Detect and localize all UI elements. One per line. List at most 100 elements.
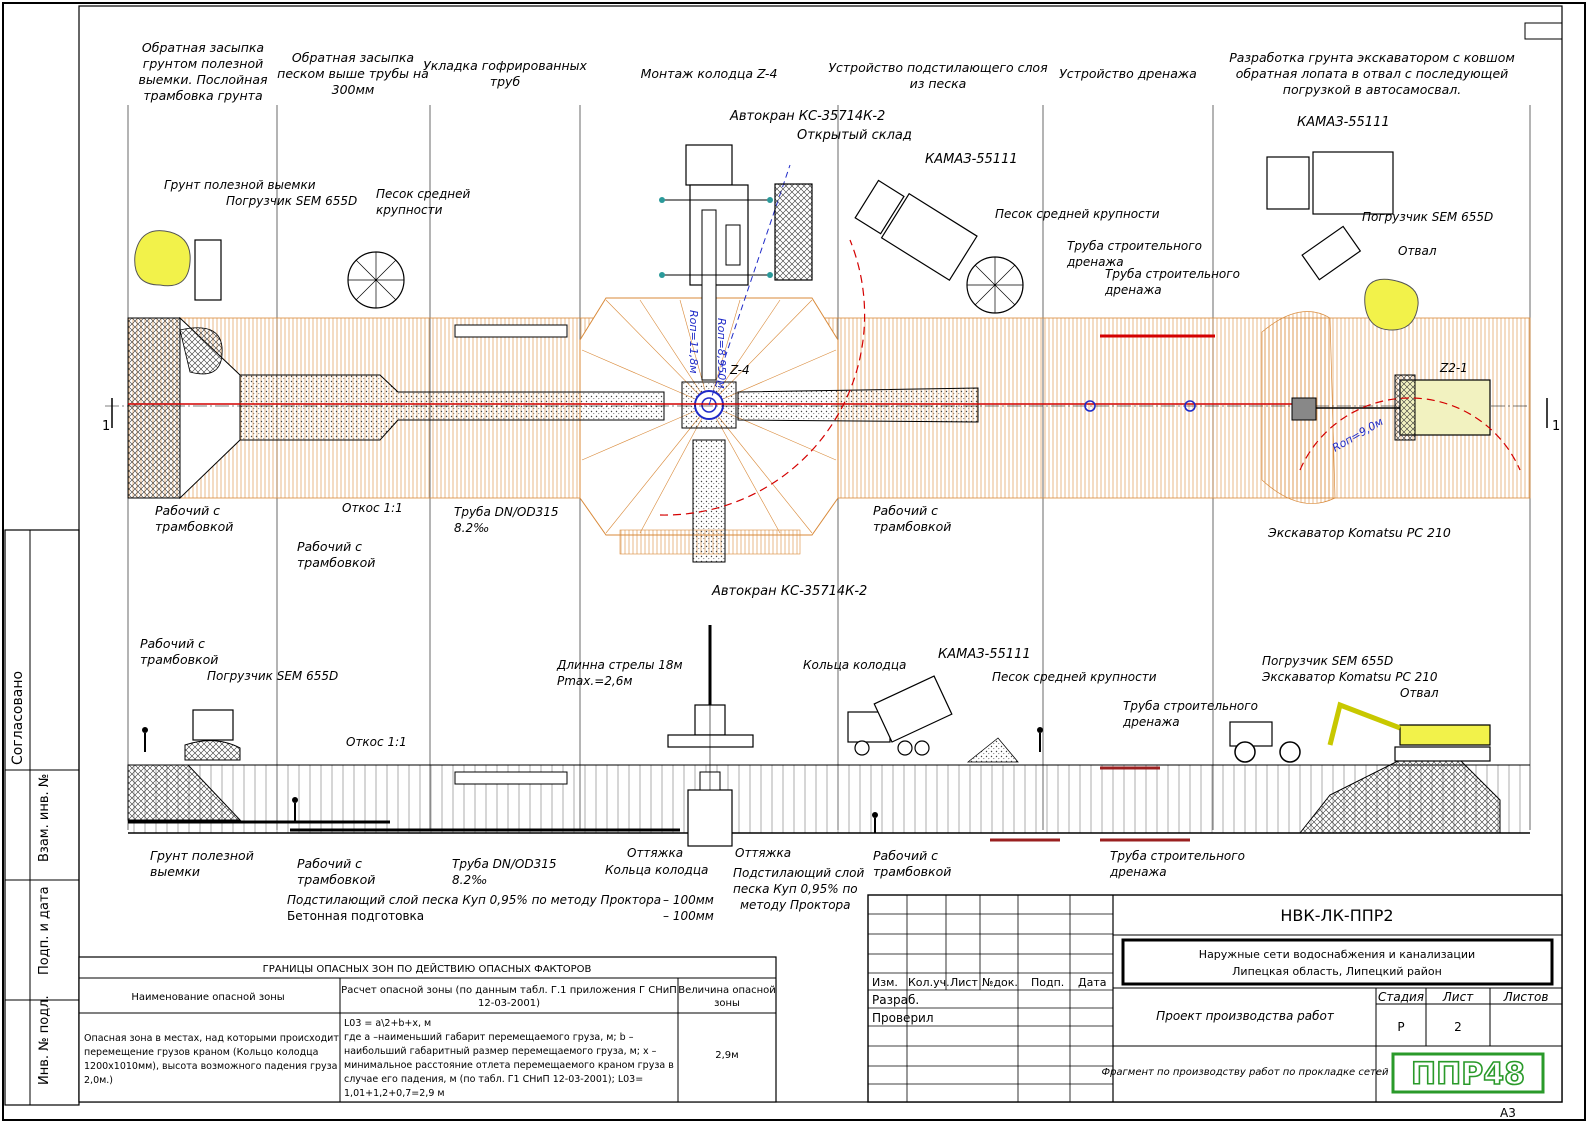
layer-2-value: – 100мм [663, 909, 714, 923]
tb-sheets-h: Листов [1503, 990, 1549, 1004]
plan-label-kamaz-right: КАМАЗ-55111 [1297, 115, 1390, 130]
tb-sheet-h: Лист [1442, 990, 1474, 1004]
loader-section [184, 709, 241, 761]
corrugated-pipe-plan [454, 324, 568, 338]
section-label-pipe: Труба DN/OD315 [452, 857, 556, 871]
trench-sand-bed-left [239, 374, 665, 441]
section-label-stay-2: Оттяжка [735, 846, 791, 860]
section-label-slope-value: 8.2‰ [452, 873, 487, 887]
margin-stamp: Согласовано Взам. инв. № Подп. и дата Ин… [4, 529, 80, 1106]
crane-radius-arc [659, 239, 866, 516]
plan-label-r-crane-2: Rоп=8,950м [715, 318, 728, 389]
tb-col-list: Лист [950, 976, 978, 989]
layer-2-label: Бетонная подготовка [287, 909, 424, 923]
tb-logo-frame [1391, 1052, 1545, 1094]
excavator-plan [1291, 374, 1491, 441]
section-label-rings-2: Кольца колодца [605, 863, 708, 877]
loader-section-right [1229, 721, 1301, 763]
section-label-loader-right: Погрузчик SEM 655D [1262, 654, 1393, 668]
plan-label-loader: Погрузчик SEM 655D [226, 194, 357, 208]
section-labels: Длинна стрелы 18м Pmax.=2,6м Кольца коло… [140, 636, 1439, 923]
soil-pile-plan-left [134, 230, 191, 287]
tb-col-data: Дата [1078, 976, 1106, 989]
tb-col-izm: Изм. [872, 976, 898, 989]
tb-logo: ППР48 [1411, 1057, 1525, 1092]
sand-pile-section [966, 737, 1019, 763]
plan-label-slope-value: 8.2‰ [454, 521, 489, 535]
well-pipe-stub [692, 439, 726, 563]
trench-sand-bed-right [737, 387, 979, 423]
tb-object-2: Липецкая область, Липецкий район [1232, 965, 1442, 978]
plan-label-slope: Откос 1:1 [342, 501, 403, 515]
plan-label-crane: Автокран КС-35714К-2 [729, 109, 885, 124]
section-label-crane: Автокран КС-35714К-2 [711, 584, 867, 599]
tb-col-ndok: №док. [982, 976, 1018, 989]
danger-table-name: Опасная зона в местах, над которыми прои… [84, 1033, 342, 1086]
tb-sheet: 2 [1454, 1020, 1462, 1034]
tb-col-podp: Подп. [1031, 976, 1064, 989]
crane-plan [659, 144, 773, 381]
plan-label-soil: Грунт полезной выемки [164, 178, 316, 192]
layer-1-value: – 100мм [663, 893, 714, 907]
section-label-sand: Песок средней крупности [992, 670, 1157, 684]
section-label-stay-1: Оттяжка [627, 846, 683, 860]
section-mark-right: 1 [1552, 419, 1560, 434]
kamaz-plan-right [1266, 151, 1394, 215]
plan-label-dump: Отвал [1398, 244, 1437, 258]
margin-podp: Подп. и дата [37, 886, 52, 975]
danger-zone-table: ГРАНИЦЫ ОПАСНЫХ ЗОН ПО ДЕЙСТВИЮ ОПАСНЫХ … [78, 956, 777, 1103]
margin-soglasovano: Согласовано [10, 671, 26, 765]
section-label-dump: Отвал [1400, 686, 1439, 700]
tb-stage-h: Стадия [1378, 990, 1424, 1004]
stage-header-6: Устройство дренажа [1059, 66, 1197, 81]
plan-label-well-z21: Z2-1 [1439, 361, 1468, 375]
danger-table-value: 2,9м [715, 1050, 738, 1061]
plan-label-kamaz: КАМАЗ-55111 [925, 152, 1018, 167]
sheet-corner-box [1524, 22, 1563, 40]
workers-section [142, 727, 1043, 833]
excavator-section [1327, 701, 1491, 762]
title-block: Изм. Кол.уч. Лист №док. Подп. Дата Разра… [867, 894, 1563, 1120]
plan-label-loader-right: Погрузчик SEM 655D [1362, 210, 1493, 224]
danger-table-title: ГРАНИЦЫ ОПАСНЫХ ЗОН ПО ДЕЙСТВИЮ ОПАСНЫХ … [263, 962, 592, 975]
section-well [687, 789, 733, 847]
layer-1-label: Подстилающий слой песка Кyп 0,95% по мет… [287, 893, 661, 907]
soil-pile-plan-right [1364, 278, 1419, 331]
tb-project: Проект производства работ [1156, 1009, 1335, 1023]
section-label-slope: Откос 1:1 [346, 735, 407, 749]
plan-label-sand-right: Песок средней крупности [995, 207, 1160, 221]
sand-pile-plan-2 [966, 256, 1024, 314]
loader-plan-right [1301, 225, 1362, 281]
plan-label-r-crane: Rоп=11,8м [687, 310, 700, 374]
crane-section [667, 625, 754, 790]
loader-plan-left [194, 239, 222, 301]
backfill-block [127, 317, 181, 499]
danger-table-h1: Наименование опасной зоны [131, 992, 284, 1003]
tb-format: А3 [1500, 1106, 1516, 1120]
tb-object-frame [1121, 938, 1554, 986]
plan-label-open-storage: Открытый склад [797, 128, 912, 143]
sand-pile-plan-1 [347, 251, 405, 309]
danger-table-h2: Расчет опасной зоны (по данным табл. Г.1… [341, 985, 677, 1009]
tb-col-koluch: Кол.уч. [908, 976, 950, 989]
tb-stage: Р [1397, 1020, 1404, 1034]
kamaz-plan [854, 179, 978, 282]
tb-razrab: Разраб. [872, 993, 919, 1007]
section-label-pmax: Pmax.=2,6м [557, 674, 632, 688]
section-label-boom: Длинна стрелы 18м [556, 658, 683, 672]
